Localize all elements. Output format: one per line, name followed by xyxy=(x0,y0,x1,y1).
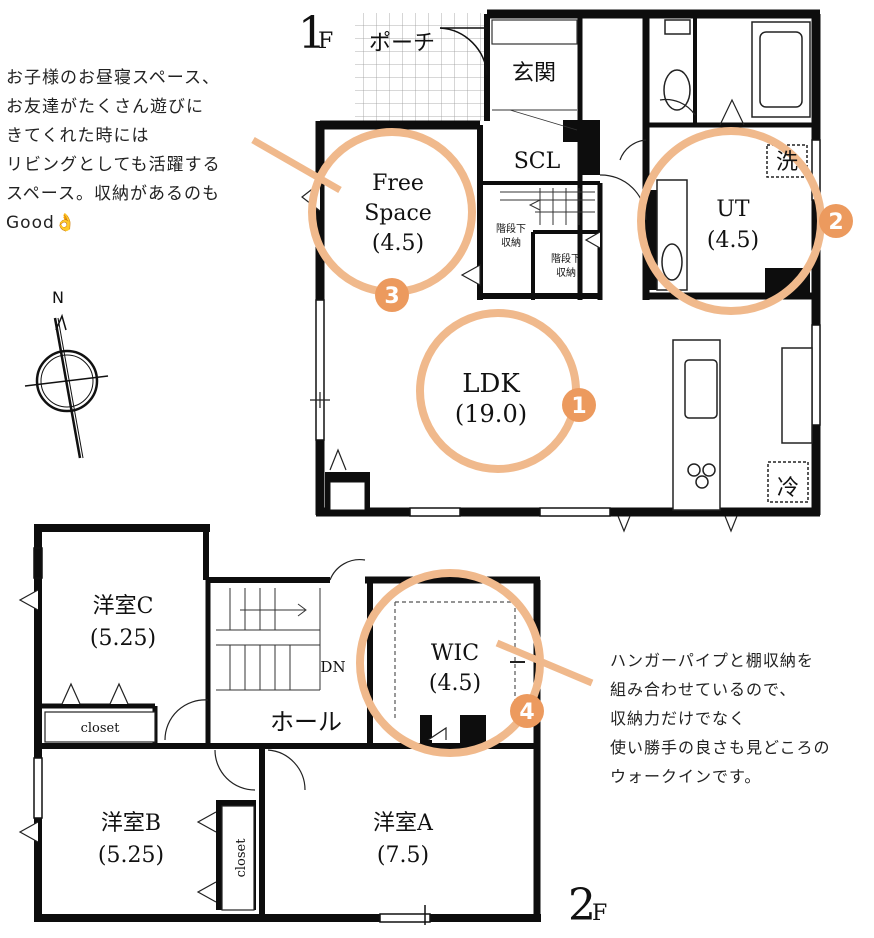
free-space-note-line: お友達がたくさん遊びに xyxy=(6,97,204,117)
kitchen-counter xyxy=(672,339,813,511)
free-space-note-line: リビングとしても活躍する xyxy=(6,155,221,175)
second-floor: 2 F xyxy=(18,524,607,931)
first-floor-suffix: F xyxy=(318,29,333,54)
second-floor-doors xyxy=(18,558,447,903)
wic-size: (4.5) xyxy=(429,671,481,696)
first-floor: 1 F xyxy=(298,8,821,533)
wic-leader xyxy=(495,639,594,687)
dn-label: DN xyxy=(320,658,345,676)
toilet xyxy=(663,19,691,111)
room-b-size: (5.25) xyxy=(98,843,164,868)
free-space-note-line: スペース。収納があるのも xyxy=(6,184,220,204)
svg-text:1: 1 xyxy=(571,394,586,419)
entrance-label: 玄関 xyxy=(512,61,556,86)
marker-4: 4 xyxy=(510,694,544,728)
wic-note-line: 収納力だけでなく xyxy=(610,709,747,728)
free-space-name-2: Space xyxy=(364,201,432,226)
free-space-note: お子様のお昼寝スペース、 お友達がたくさん遊びに きてくれた時には リビングとし… xyxy=(6,64,221,238)
svg-text:4: 4 xyxy=(519,700,534,725)
first-floor-windows xyxy=(315,139,821,517)
stair-storage-2-line2: 収納 xyxy=(556,266,576,279)
porch-label: ポーチ xyxy=(369,31,435,56)
wic-note-line: ウォークインです。 xyxy=(610,767,762,786)
svg-text:2: 2 xyxy=(828,210,843,235)
room-a-size: (7.5) xyxy=(377,843,429,868)
first-floor-number: 1 xyxy=(298,8,326,59)
ldk-size: (19.0) xyxy=(455,400,527,428)
second-floor-stairs xyxy=(216,588,321,691)
fridge-label: 冷 xyxy=(777,476,799,501)
free-space-name-1: Free xyxy=(372,171,424,196)
free-space-leader xyxy=(251,136,342,194)
ut-fixtures xyxy=(656,144,808,291)
hall-label: ホール xyxy=(270,708,342,736)
wic-note: ハンガーパイプと棚収納を 組み合わせているので、 収納力だけでなく 使い勝手の良… xyxy=(610,646,831,791)
marker-3: 3 xyxy=(375,278,409,312)
ldk-name: LDK xyxy=(462,369,520,399)
compass-north-label: N xyxy=(52,288,64,307)
free-space-size: (4.5) xyxy=(372,231,424,256)
ut-size: (4.5) xyxy=(707,228,759,253)
scl-label: SCL xyxy=(514,149,561,174)
marker-2: 2 xyxy=(819,204,853,238)
porch-area xyxy=(355,13,487,121)
wic-note-line: 使い勝手の良さも見どころの xyxy=(610,738,831,757)
room-c-size: (5.25) xyxy=(90,626,156,651)
room-b-name: 洋室B xyxy=(101,811,161,836)
svg-text:3: 3 xyxy=(384,284,399,309)
second-floor-windows xyxy=(33,547,431,925)
marker-1: 1 xyxy=(562,388,596,422)
room-a-name: 洋室A xyxy=(373,811,434,836)
wic-note-line: 組み合わせているので、 xyxy=(610,680,797,699)
free-space-note-line: Good👌 xyxy=(6,213,77,233)
stair-storage-1-line2: 収納 xyxy=(501,236,521,249)
second-floor-suffix: F xyxy=(592,901,607,926)
free-space-note-line: お子様のお昼寝スペース、 xyxy=(6,68,220,88)
compass xyxy=(24,313,109,459)
closet-c-label: closet xyxy=(81,721,121,736)
wic-name: WIC xyxy=(431,641,479,666)
first-floor-stairs xyxy=(500,188,595,225)
second-floor-number: 2 xyxy=(568,880,596,931)
stair-storage-2-line1: 階段下 xyxy=(551,252,581,265)
entrance-door xyxy=(439,27,488,76)
stair-storage-1-line1: 階段下 xyxy=(496,222,526,235)
bathtub xyxy=(751,21,811,118)
ut-name: UT xyxy=(716,197,750,222)
wic-note-line: ハンガーパイプと棚収納を xyxy=(610,651,814,670)
free-space-note-line: きてくれた時には xyxy=(6,126,150,146)
room-c-name: 洋室C xyxy=(93,594,154,619)
closet-b-label: closet xyxy=(234,838,249,878)
laundry-label: 洗 xyxy=(776,150,798,175)
